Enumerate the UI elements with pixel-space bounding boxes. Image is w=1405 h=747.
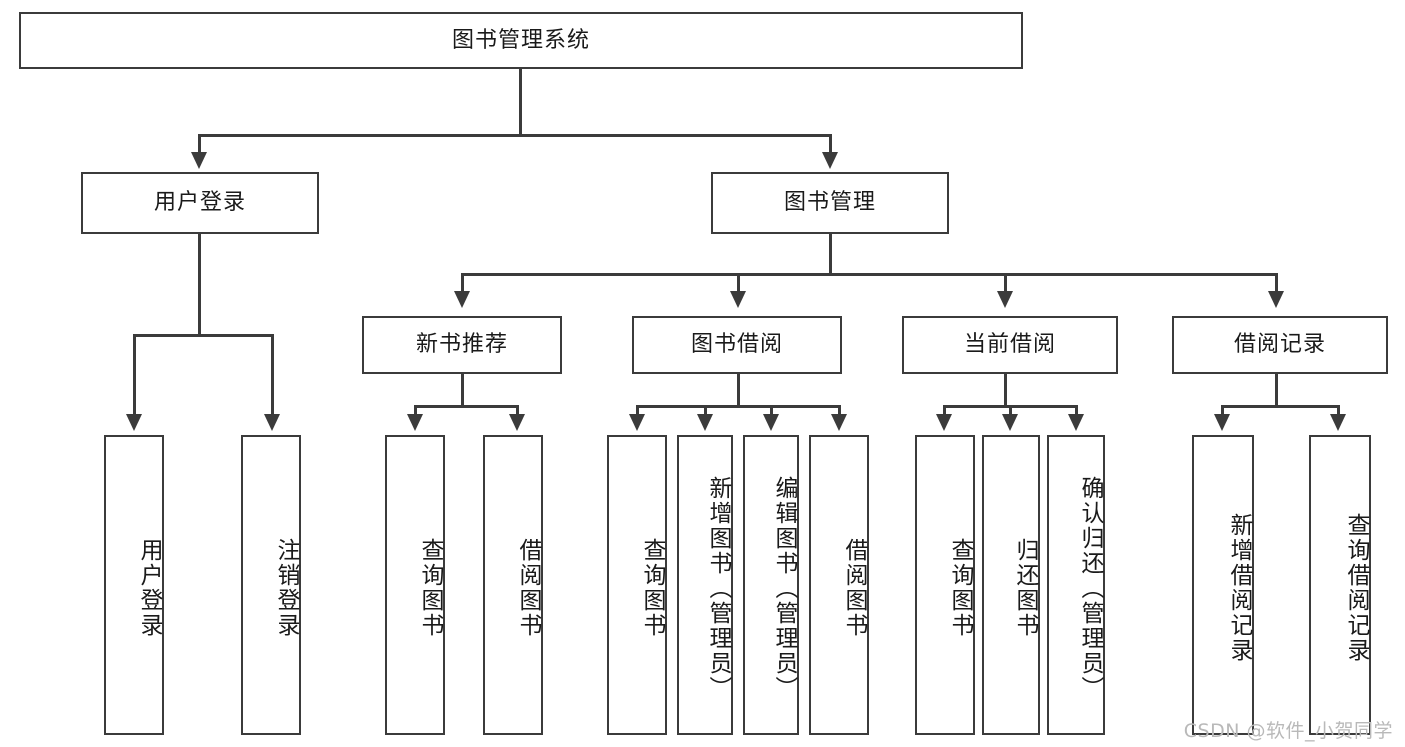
- edge-bm-to-book-borrow: [737, 273, 740, 297]
- arrow-br-to-leaf-1: [1214, 414, 1230, 431]
- edge-borrow-record-stem: [1275, 374, 1278, 408]
- leaf-borrow-record-1[interactable]: 新增借阅记录: [1192, 435, 1254, 735]
- leaf-current-borrow-3[interactable]: 确认归还（管理员）: [1047, 435, 1105, 735]
- arrow-new-book-to-leaf-1: [407, 414, 423, 431]
- arrow-new-book-to-leaf-2: [509, 414, 525, 431]
- edge-bm-to-borrow-record: [1275, 273, 1278, 297]
- edge-book-borrow-stem: [737, 374, 740, 408]
- edge-root-bus: [198, 134, 832, 137]
- edge-bm-to-new-book: [461, 273, 464, 297]
- edge-book-management-bus: [461, 273, 1278, 276]
- node-current-borrow[interactable]: 当前借阅: [902, 316, 1118, 374]
- node-label: 图书管理系统: [451, 27, 590, 53]
- edge-root-to-user-login: [198, 134, 201, 158]
- leaf-user-login-2[interactable]: 注销登录: [241, 435, 301, 735]
- node-label: 查询图书: [639, 538, 665, 638]
- arrow-bb-to-leaf-2: [697, 414, 713, 431]
- edge-borrow-record-bus: [1221, 405, 1340, 408]
- leaf-book-borrow-1[interactable]: 查询图书: [607, 435, 667, 735]
- node-label: 新增图书（管理员）: [705, 475, 731, 701]
- edge-br-to-leaf-1: [1221, 405, 1224, 418]
- leaf-user-login-1[interactable]: 用户登录: [104, 435, 164, 735]
- node-label: 编辑图书（管理员）: [771, 475, 797, 701]
- node-book-management[interactable]: 图书管理: [711, 172, 949, 234]
- edge-user-login-to-leaf-1: [133, 334, 136, 418]
- node-root-book-management-system[interactable]: 图书管理系统: [19, 12, 1023, 69]
- arrow-root-to-book-management: [822, 152, 838, 169]
- leaf-new-book-2[interactable]: 借阅图书: [483, 435, 543, 735]
- node-label: 借阅图书: [841, 538, 867, 638]
- arrow-bm-to-current-borrow: [997, 291, 1013, 308]
- node-label: 新书推荐: [415, 332, 508, 358]
- arrow-user-login-to-leaf-2: [264, 414, 280, 431]
- edge-current-borrow-stem: [1004, 374, 1007, 408]
- edge-new-book-bus: [414, 405, 519, 408]
- edge-bb-to-leaf-2: [704, 405, 707, 418]
- arrow-bb-to-leaf-4: [831, 414, 847, 431]
- arrow-bm-to-book-borrow: [730, 291, 746, 308]
- leaf-current-borrow-1[interactable]: 查询图书: [915, 435, 975, 735]
- leaf-book-borrow-2[interactable]: 新增图书（管理员）: [677, 435, 733, 735]
- leaf-borrow-record-2[interactable]: 查询借阅记录: [1309, 435, 1371, 735]
- node-new-book-recommend[interactable]: 新书推荐: [362, 316, 562, 374]
- edge-cb-to-leaf-3: [1075, 405, 1078, 418]
- leaf-new-book-1[interactable]: 查询图书: [385, 435, 445, 735]
- node-label: 借阅记录: [1233, 332, 1326, 358]
- edge-user-login-bus: [133, 334, 274, 337]
- edge-bb-to-leaf-1: [636, 405, 639, 418]
- node-label: 查询图书: [417, 538, 443, 638]
- arrow-cb-to-leaf-2: [1002, 414, 1018, 431]
- edge-book-borrow-bus: [636, 405, 841, 408]
- edge-new-book-stem: [461, 374, 464, 408]
- edge-new-book-to-leaf-2: [516, 405, 519, 418]
- leaf-book-borrow-4[interactable]: 借阅图书: [809, 435, 869, 735]
- node-borrow-record[interactable]: 借阅记录: [1172, 316, 1388, 374]
- leaf-current-borrow-2[interactable]: 归还图书: [982, 435, 1040, 735]
- node-label: 查询借阅记录: [1343, 513, 1369, 663]
- node-label: 查询图书: [947, 538, 973, 638]
- node-user-login[interactable]: 用户登录: [81, 172, 319, 234]
- edge-bb-to-leaf-3: [770, 405, 773, 418]
- node-book-borrow[interactable]: 图书借阅: [632, 316, 842, 374]
- edge-bb-to-leaf-4: [838, 405, 841, 418]
- arrow-cb-to-leaf-3: [1068, 414, 1084, 431]
- node-label: 新增借阅记录: [1226, 513, 1252, 663]
- leaf-book-borrow-3[interactable]: 编辑图书（管理员）: [743, 435, 799, 735]
- edge-new-book-to-leaf-1: [414, 405, 417, 418]
- edge-root-stem: [519, 69, 522, 136]
- edge-user-login-to-leaf-2: [271, 334, 274, 418]
- node-label: 确认归还（管理员）: [1077, 475, 1103, 701]
- node-label: 用户登录: [153, 190, 246, 216]
- node-label: 图书管理: [783, 190, 876, 216]
- arrow-bm-to-new-book: [454, 291, 470, 308]
- node-label: 当前借阅: [963, 332, 1056, 358]
- node-label: 用户登录: [136, 538, 162, 638]
- edge-cb-to-leaf-2: [1009, 405, 1012, 418]
- edge-br-to-leaf-2: [1337, 405, 1340, 418]
- edge-book-management-stem: [829, 234, 832, 276]
- arrow-root-to-user-login: [191, 152, 207, 169]
- edge-root-to-book-management: [829, 134, 832, 158]
- node-label: 归还图书: [1012, 538, 1038, 638]
- node-label: 图书借阅: [690, 332, 783, 358]
- node-label: 注销登录: [273, 538, 299, 638]
- arrow-bm-to-borrow-record: [1268, 291, 1284, 308]
- edge-user-login-stem: [198, 234, 201, 337]
- arrow-bb-to-leaf-3: [763, 414, 779, 431]
- arrow-user-login-to-leaf-1: [126, 414, 142, 431]
- edge-cb-to-leaf-1: [943, 405, 946, 418]
- arrow-br-to-leaf-2: [1330, 414, 1346, 431]
- arrow-cb-to-leaf-1: [936, 414, 952, 431]
- edge-bm-to-current-borrow: [1004, 273, 1007, 297]
- arrow-bb-to-leaf-1: [629, 414, 645, 431]
- node-label: 借阅图书: [515, 538, 541, 638]
